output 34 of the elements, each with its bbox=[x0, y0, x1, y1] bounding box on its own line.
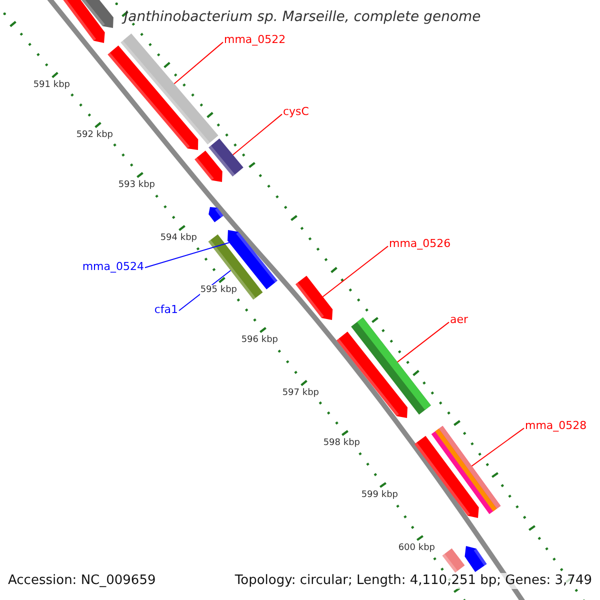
tick-label: 593 kbp bbox=[118, 180, 155, 191]
gene-label: cysC bbox=[283, 105, 309, 118]
tick-label: 591 kbp bbox=[33, 80, 70, 91]
gene-label: mma_0526 bbox=[389, 237, 451, 250]
tick-label: 592 kbp bbox=[76, 130, 113, 141]
gene-bar bbox=[442, 548, 465, 573]
leader-line bbox=[232, 114, 282, 156]
leader-line bbox=[144, 242, 230, 268]
gene-bar bbox=[295, 276, 333, 320]
tick-label: 599 kbp bbox=[361, 490, 398, 501]
tick-label: 598 kbp bbox=[323, 438, 360, 449]
tick-label: 594 kbp bbox=[160, 233, 197, 244]
tick-label: 595 kbp bbox=[200, 285, 237, 296]
gene-label: mma_0528 bbox=[525, 419, 587, 432]
gene-bar bbox=[414, 436, 479, 518]
gene-bar bbox=[120, 33, 218, 145]
gene-label: mma_0522 bbox=[224, 33, 286, 46]
gene-bar bbox=[336, 332, 408, 418]
gene-label: aer bbox=[450, 313, 468, 326]
diagram-title: Janthinobacterium sp. Marseille, complete genome bbox=[124, 9, 481, 26]
tick-label: 597 kbp bbox=[282, 388, 319, 399]
gene-bar bbox=[194, 150, 222, 182]
leader-line bbox=[322, 246, 388, 298]
accession-text: Accession: NC_009659 bbox=[8, 573, 156, 589]
gene-bar bbox=[464, 546, 487, 572]
gene-bar bbox=[78, 0, 114, 28]
leader-line bbox=[174, 42, 224, 84]
tick-label: 596 kbp bbox=[241, 335, 278, 346]
gene-label: cfa1 bbox=[154, 303, 178, 316]
gene-bar bbox=[208, 207, 224, 222]
tick-label: 600 kbp bbox=[398, 543, 435, 554]
gene-bar bbox=[208, 138, 244, 176]
leader-line bbox=[396, 322, 450, 363]
gene-label: mma_0524 bbox=[82, 260, 144, 274]
